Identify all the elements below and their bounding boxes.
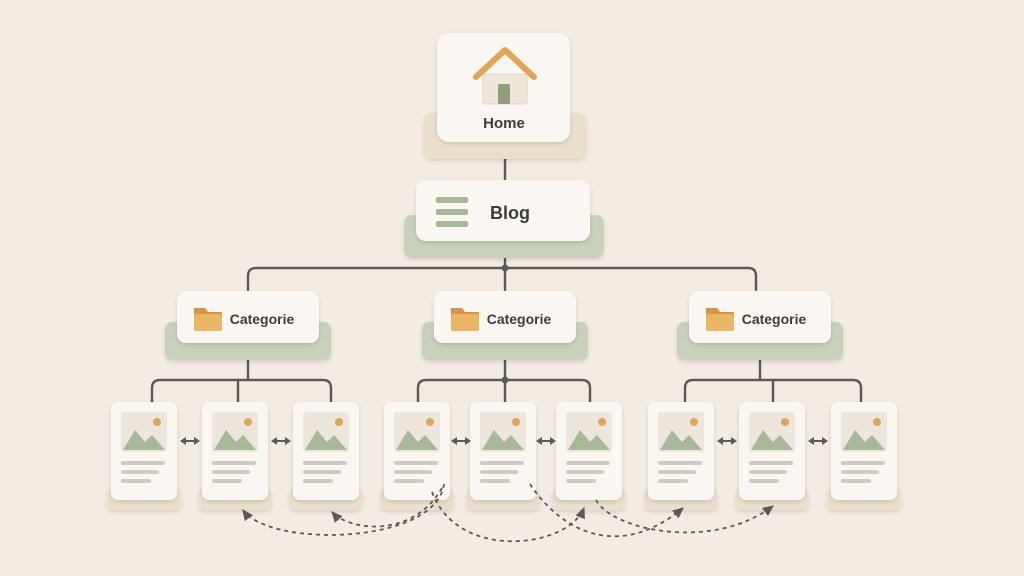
category-node[interactable]: Categorie xyxy=(165,291,331,360)
cross-link xyxy=(431,491,585,543)
home-node[interactable]: Home xyxy=(424,33,586,159)
home-label: Home xyxy=(483,115,525,132)
blog-node[interactable]: Blog xyxy=(404,180,604,258)
category-label: Categorie xyxy=(742,311,807,327)
folder-icon xyxy=(451,308,479,331)
image-placeholder-icon xyxy=(566,412,612,452)
post-card[interactable] xyxy=(381,402,453,510)
text-lines xyxy=(121,461,165,483)
category-label: Categorie xyxy=(230,311,295,327)
image-placeholder-icon xyxy=(749,412,795,452)
cross-link xyxy=(529,483,684,538)
post-card[interactable] xyxy=(553,402,625,510)
double-arrow-icon xyxy=(451,437,471,445)
text-lines xyxy=(212,461,256,483)
sibling-link-layer xyxy=(180,437,828,445)
post-layer xyxy=(108,402,900,510)
image-placeholder-icon xyxy=(841,412,887,452)
double-arrow-icon xyxy=(717,437,737,445)
text-lines xyxy=(303,461,347,483)
double-arrow-icon xyxy=(180,437,200,445)
image-placeholder-icon xyxy=(658,412,704,452)
image-placeholder-icon xyxy=(121,412,167,452)
image-placeholder-icon xyxy=(212,412,258,452)
image-placeholder-icon xyxy=(480,412,526,452)
cross-links xyxy=(242,483,775,543)
text-lines xyxy=(566,461,610,483)
double-arrow-icon xyxy=(271,437,291,445)
cross-link xyxy=(331,487,443,528)
folder-icon xyxy=(194,308,222,331)
post-card[interactable] xyxy=(108,402,180,510)
text-lines xyxy=(658,461,702,483)
text-lines xyxy=(841,461,885,483)
category-node[interactable]: Categorie xyxy=(677,291,843,360)
double-arrow-icon xyxy=(808,437,828,445)
image-placeholder-icon xyxy=(394,412,440,452)
post-card[interactable] xyxy=(290,402,362,510)
junction-dots xyxy=(501,264,509,384)
post-card[interactable] xyxy=(199,402,271,510)
house-icon xyxy=(473,47,537,105)
post-card[interactable] xyxy=(828,402,900,510)
post-card[interactable] xyxy=(736,402,808,510)
list-icon xyxy=(436,197,468,227)
text-lines xyxy=(480,461,524,483)
text-lines xyxy=(749,461,793,483)
text-lines xyxy=(394,461,438,483)
blog-label: Blog xyxy=(490,203,530,223)
image-placeholder-icon xyxy=(303,412,349,452)
category-node[interactable]: Categorie xyxy=(422,291,588,360)
cross-link xyxy=(595,499,775,534)
post-card[interactable] xyxy=(645,402,717,510)
cross-link xyxy=(242,483,445,536)
double-arrow-icon xyxy=(536,437,556,445)
folder-icon xyxy=(706,308,734,331)
category-layer: Categorie Categorie Categorie xyxy=(165,291,843,360)
category-label: Categorie xyxy=(487,311,552,327)
post-card[interactable] xyxy=(467,402,539,510)
